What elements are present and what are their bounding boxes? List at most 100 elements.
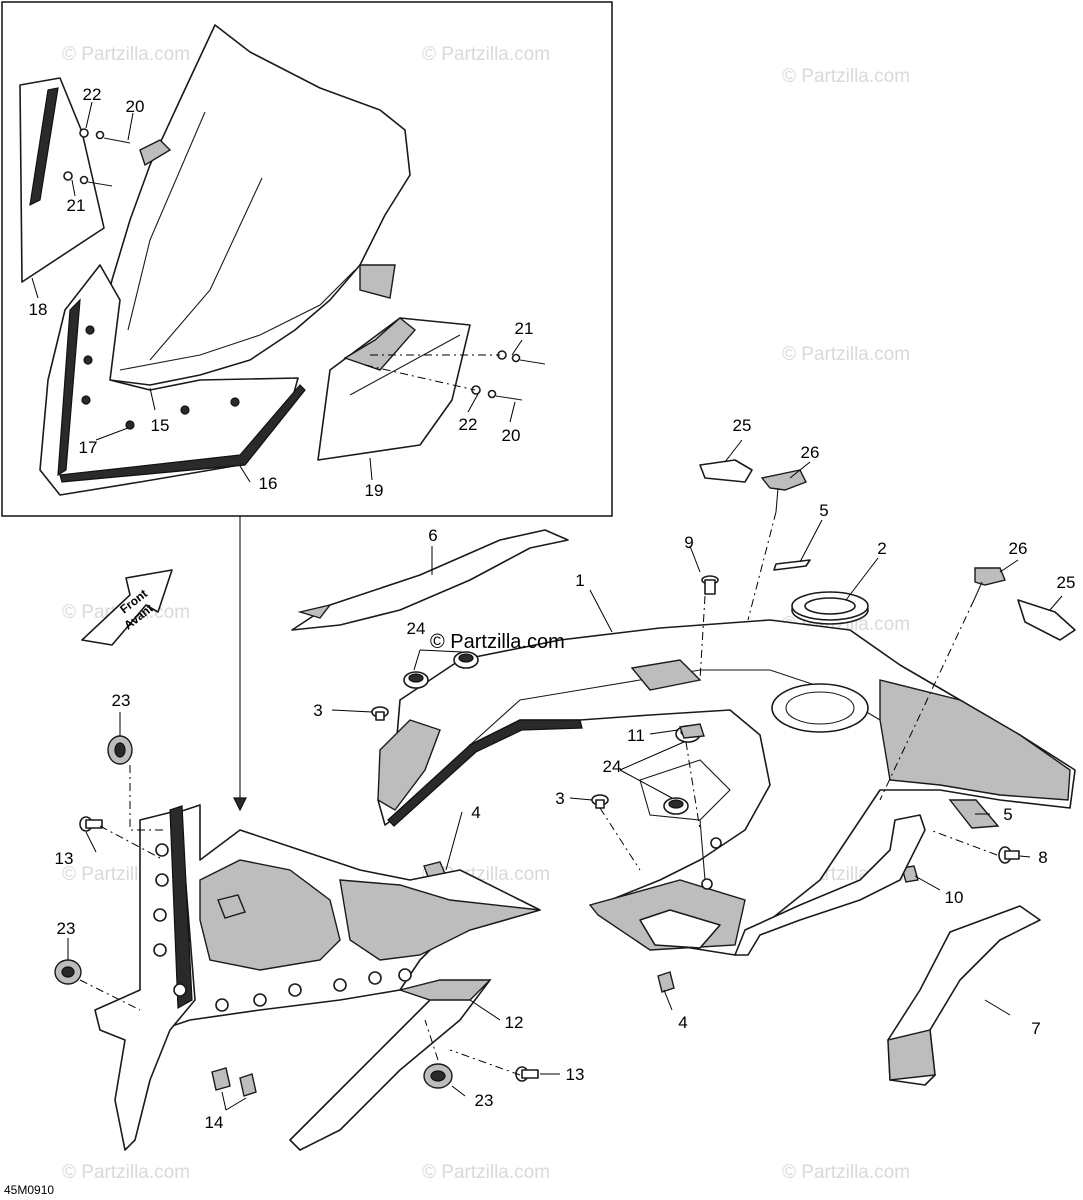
leaders [67,439,1063,1111]
callouts: 1 2 3 3 4 4 5 5 6 7 8 9 10 11 12 13 13 1… [29,85,1076,1132]
callout-6: 6 [428,526,437,545]
part-5-strip-top [773,559,811,571]
watermark: © Partzilla.com [782,1162,910,1183]
callout-7: 7 [1031,1019,1040,1038]
callout-25: 25 [1057,573,1076,592]
part-26-knob-right [974,567,1006,586]
bracket-holes [153,843,412,1012]
hardware-22-20-top [63,128,131,187]
callout-24: 24 [407,619,426,638]
part-1-hole [710,837,722,849]
callout-4: 4 [678,1013,687,1032]
callout-9: 9 [684,533,693,552]
part-15-windshield [97,24,411,386]
part-5-strip-right [948,799,1000,829]
callout-18: 18 [29,300,48,319]
windshield-right-tab [359,264,396,299]
callout-14: 14 [205,1113,224,1132]
callout-3: 3 [313,701,322,720]
callout-23: 23 [475,1091,494,1110]
callout-3: 3 [555,789,564,808]
screws-13 [79,816,539,1082]
part-1-recess [639,759,731,821]
hardware-22-20-right [364,350,546,401]
callout-15: 15 [151,416,170,435]
part-19-bracket [343,317,417,371]
watermark: © Partzilla.com [782,66,910,87]
part-2-fuel-ring [791,591,869,625]
callout-2: 2 [877,539,886,558]
partzilla-watermark-center: © Partzilla.com [430,631,565,653]
clips-14 [211,1067,257,1097]
part-6-tip [297,603,332,619]
bracket-left-edge [169,805,193,1010]
bracket-clip [217,894,246,919]
callout-24: 24 [603,757,622,776]
watermark: © Partzilla.com [422,44,550,65]
part-25-latch-right [1017,599,1076,641]
callout-5: 5 [1003,805,1012,824]
part-16-edge [57,298,81,477]
part-18-edge [29,87,59,207]
bracket-arm-shade [397,979,492,1001]
callout-20: 20 [502,426,521,445]
part-19-seam [349,334,461,396]
callout-8: 8 [1038,848,1047,867]
watermark: © Partzilla.com [782,344,910,365]
part-1-side-shade [879,679,1071,801]
part-7-edge [887,1029,936,1081]
callout-19: 19 [365,481,384,500]
windshield-stripe-2 [149,177,263,361]
callout-10: 10 [945,888,964,907]
callout-16: 16 [259,474,278,493]
part-18-deflector [19,77,105,283]
callout-22: 22 [83,85,102,104]
callout-17: 17 [79,438,98,457]
part-9-rivet [701,575,719,595]
inset-connector-arrow [233,797,247,812]
watermark: © Partzilla.com [62,44,190,65]
assembly-lines [79,511,998,1076]
watermark: © Partzilla.com [62,1162,190,1183]
part-16-lower-edge [59,384,306,483]
callout-25: 25 [733,416,752,435]
callout-23: 23 [57,919,76,938]
fuel-opening [771,683,869,733]
callout-13: 13 [566,1065,585,1084]
bracket-lower-arm [289,979,491,1151]
callout-26: 26 [801,443,820,462]
bracket-window [199,859,341,971]
visor-holes [81,325,240,430]
inset-leaders [31,101,523,483]
part-1-lower-tab [639,909,721,949]
part-1-seam [699,819,706,881]
callout-12: 12 [505,1013,524,1032]
bracket-left-column [94,809,196,1151]
windshield-stripe-1 [127,111,206,331]
part-1-hole [701,878,713,890]
inset-frame [1,1,613,517]
callout-20: 20 [126,97,145,116]
callout-4: 4 [471,803,480,822]
callout-5: 5 [819,501,828,520]
right-side-panel [734,814,926,956]
callout-21: 21 [67,196,86,215]
callout-21: 21 [515,319,534,338]
callout-26: 26 [1009,539,1028,558]
windshield-inner-line [119,269,356,371]
callout-1: 1 [575,571,584,590]
callout-11: 11 [627,726,645,745]
part-1-trim [387,719,583,827]
part-6-decal [291,529,569,631]
callout-13: 13 [55,849,74,868]
part-25-latch-top [699,459,753,483]
diagram-code: 45M0910 [4,1183,54,1197]
part-1-left-flap [377,719,441,811]
part-26-knob-top [760,469,807,491]
callout-22: 22 [459,415,478,434]
watermark: © Partzilla.com [422,1162,550,1183]
windshield-crease [139,139,172,167]
bracket-right-panel [339,879,541,961]
callout-23: 23 [112,691,131,710]
